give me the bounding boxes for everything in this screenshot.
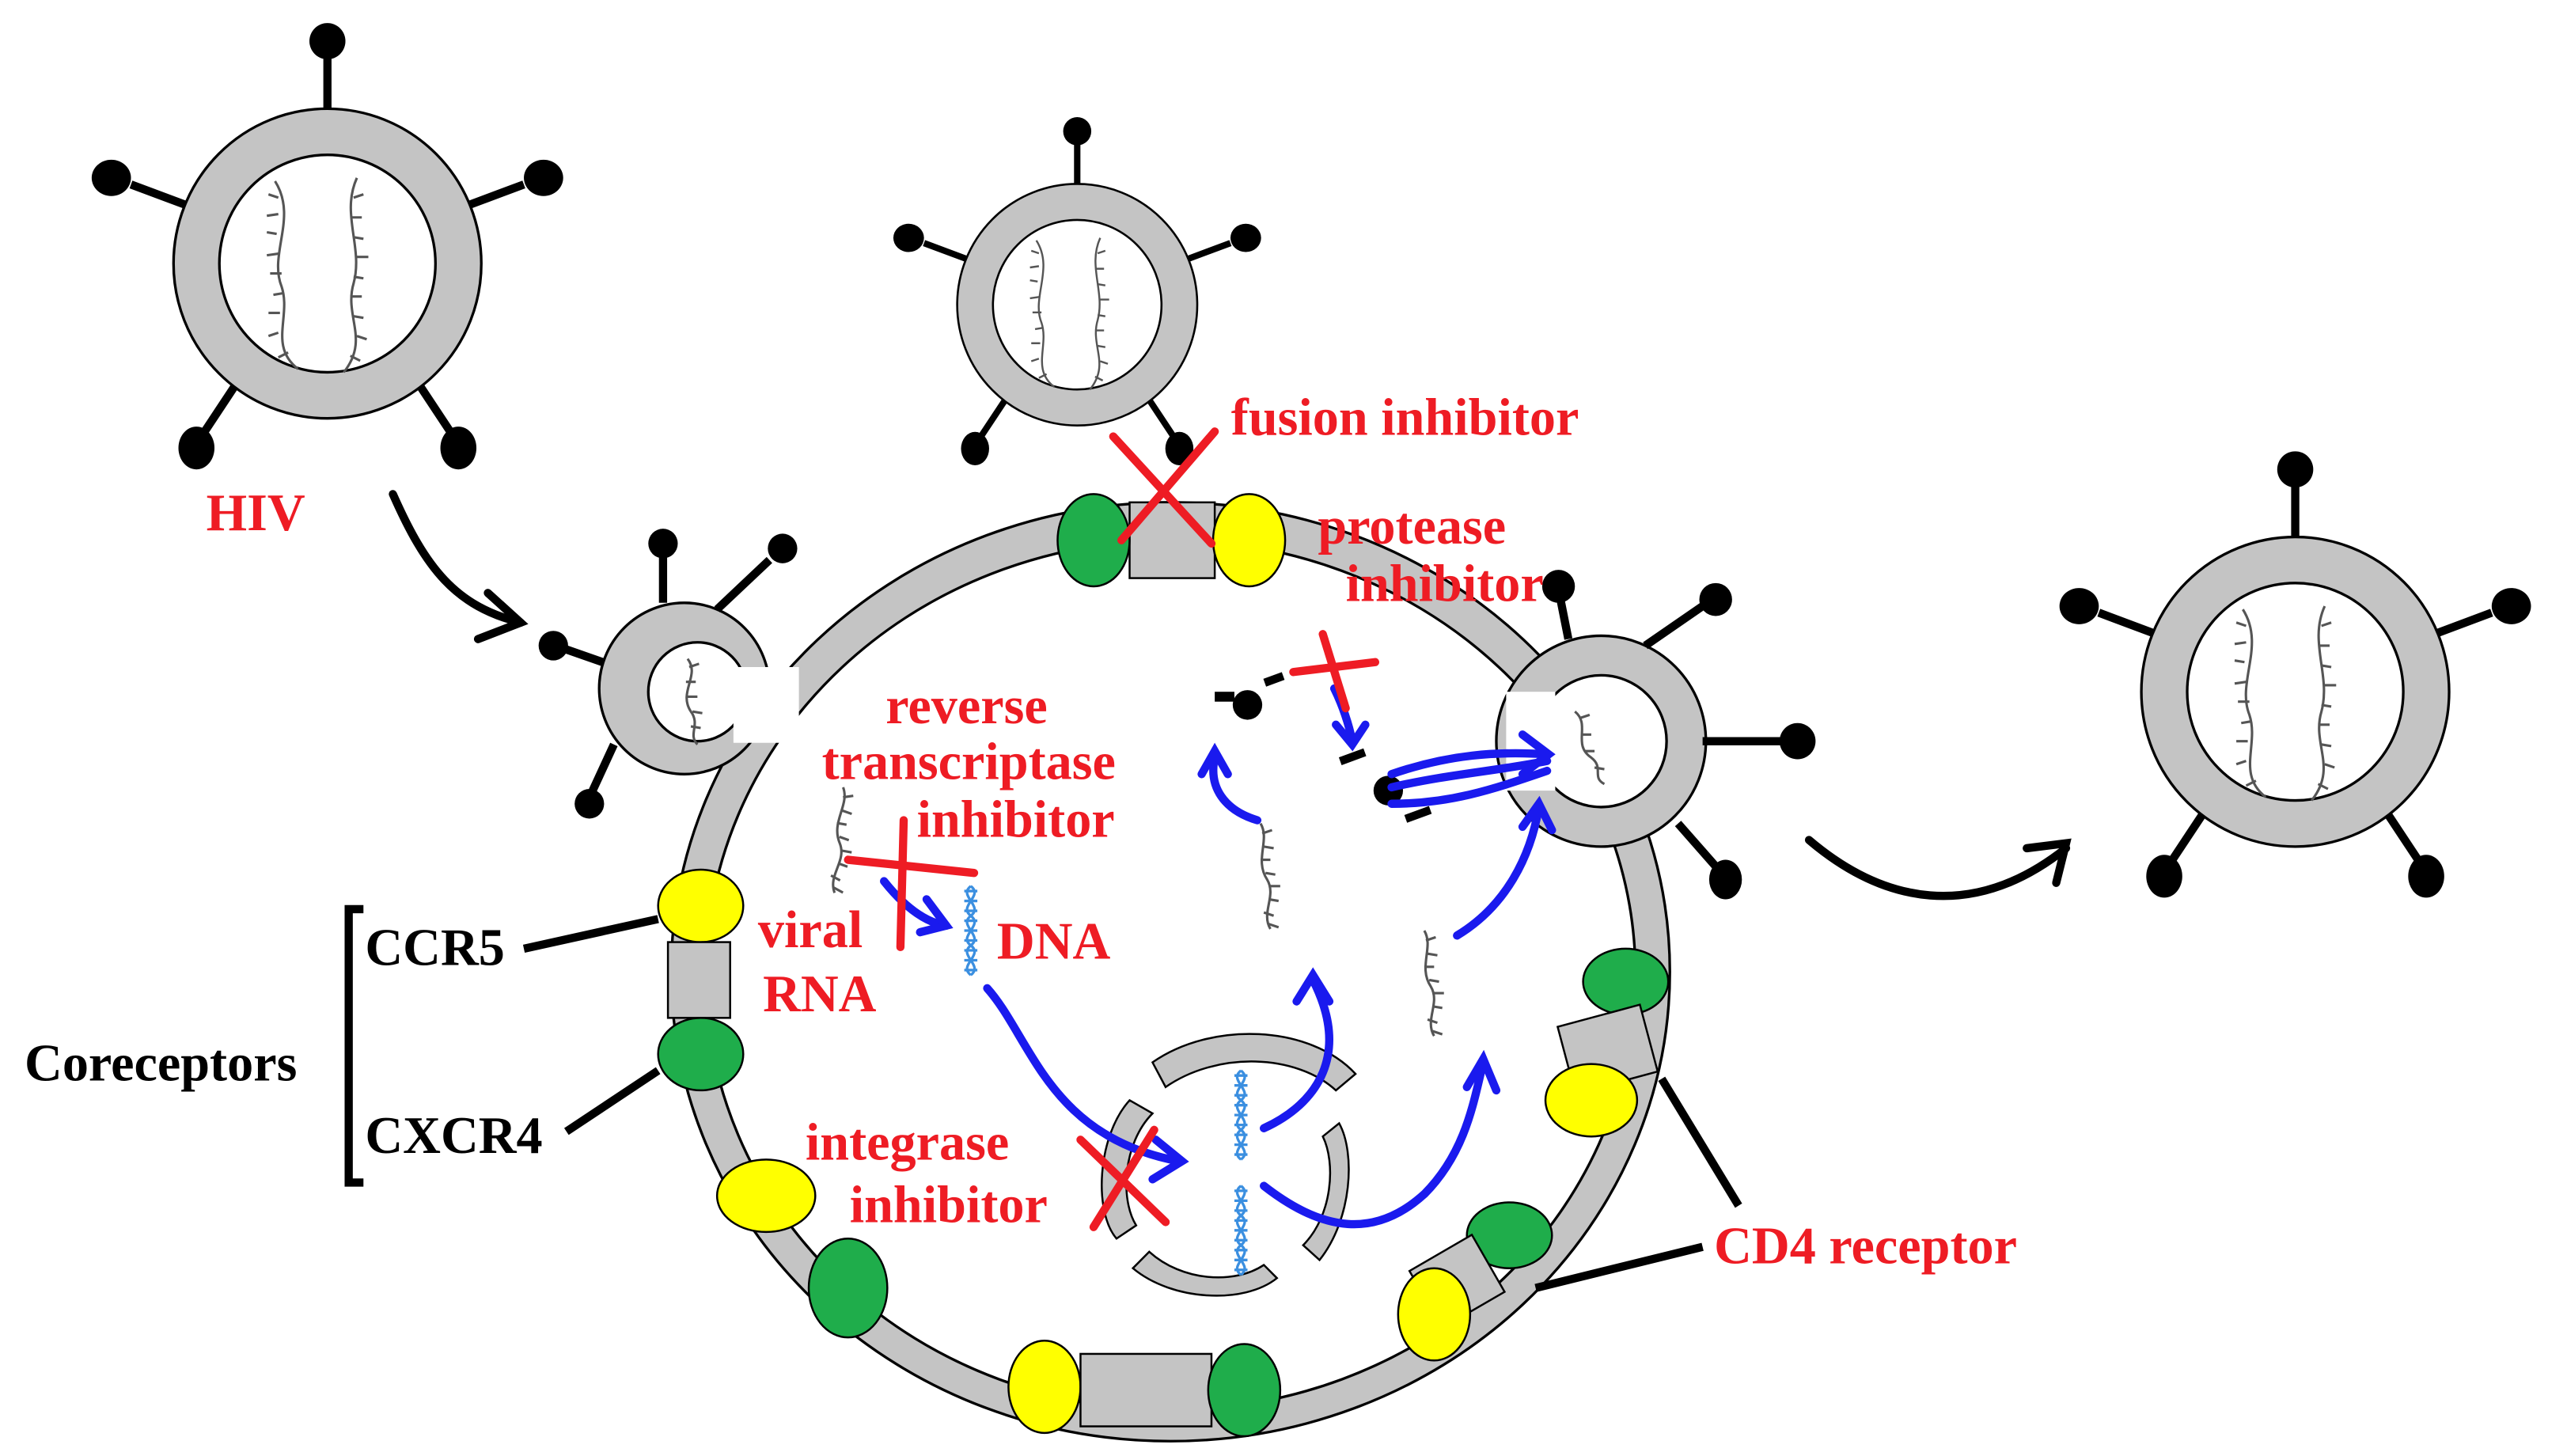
dna-label: DNA (997, 912, 1110, 970)
arrow-entry (389, 490, 529, 643)
hiv-label: HIV (207, 484, 305, 542)
arrow-assembly (1387, 730, 1556, 808)
protease-inhibitor-label-line1: protease (1318, 498, 1506, 555)
cd4-leader-2 (1534, 1242, 1704, 1292)
protease-inhibitor-label-line2: inhibitor (1346, 555, 1544, 613)
arrow-nucleus-to-rna-2 (1260, 1049, 1501, 1229)
ccr5-label: CCR5 (365, 919, 504, 977)
coreceptors-label: Coreceptors (25, 1034, 297, 1092)
entry-bud (538, 529, 799, 819)
receptor-cluster-right (1544, 947, 1670, 1138)
viral-rna-label-line1: viral (758, 901, 863, 959)
host-cell (669, 501, 1671, 1443)
arrow-protease-cleavage (1329, 684, 1370, 752)
arrow-dna-to-nucleus (983, 984, 1189, 1184)
ccr5-leader (522, 915, 659, 953)
receptor-cluster-bottom (1007, 1340, 1282, 1438)
protease-inhibitor-cross (1289, 630, 1380, 713)
coreceptors-bracket (344, 904, 364, 1187)
hiv-virion-fusing (893, 117, 1261, 465)
receptor-cluster-lower-left (715, 1158, 889, 1339)
arrow-nucleus-to-rna-1 (1260, 967, 1334, 1132)
rt-inhibitor-label-line3: inhibitor (917, 791, 1115, 848)
hiv-virion-released (2060, 451, 2531, 897)
arrow-release (1804, 836, 2072, 901)
cxcr4-leader (563, 1067, 661, 1136)
rt-inhibitor-label-line1: reverse (885, 677, 1048, 735)
arrow-rna-to-protein (1197, 742, 1262, 825)
cd4-receptor-label: CD4 receptor (1714, 1217, 2017, 1275)
arrow-rna-to-bud (1453, 795, 1557, 940)
viral-rna-label-line2: RNA (763, 965, 876, 1023)
cd4-leader-1 (1658, 1076, 1742, 1208)
receptor-cluster-top (1056, 493, 1287, 588)
exit-bud (1495, 570, 1816, 900)
integrase-inhibitor-label-line1: integrase (806, 1113, 1009, 1171)
cxcr4-label: CXCR4 (365, 1107, 542, 1165)
arrow-reverse-transcription (880, 877, 954, 937)
integrase-inhibitor-cross (1076, 1125, 1170, 1231)
rt-inhibitor-label-line2: transcriptase (822, 733, 1116, 791)
integrase-inhibitor-label-line2: inhibitor (850, 1176, 1048, 1234)
fusion-inhibitor-cross (1109, 427, 1219, 548)
hiv-virion-incoming (92, 23, 563, 469)
rt-inhibitor-cross (844, 816, 979, 952)
receptor-cluster-lower-right (1397, 1201, 1553, 1362)
viral-protein-fragments (1215, 672, 1432, 823)
fusion-inhibitor-label: fusion inhibitor (1231, 389, 1579, 446)
receptor-cluster-left (657, 868, 745, 1092)
